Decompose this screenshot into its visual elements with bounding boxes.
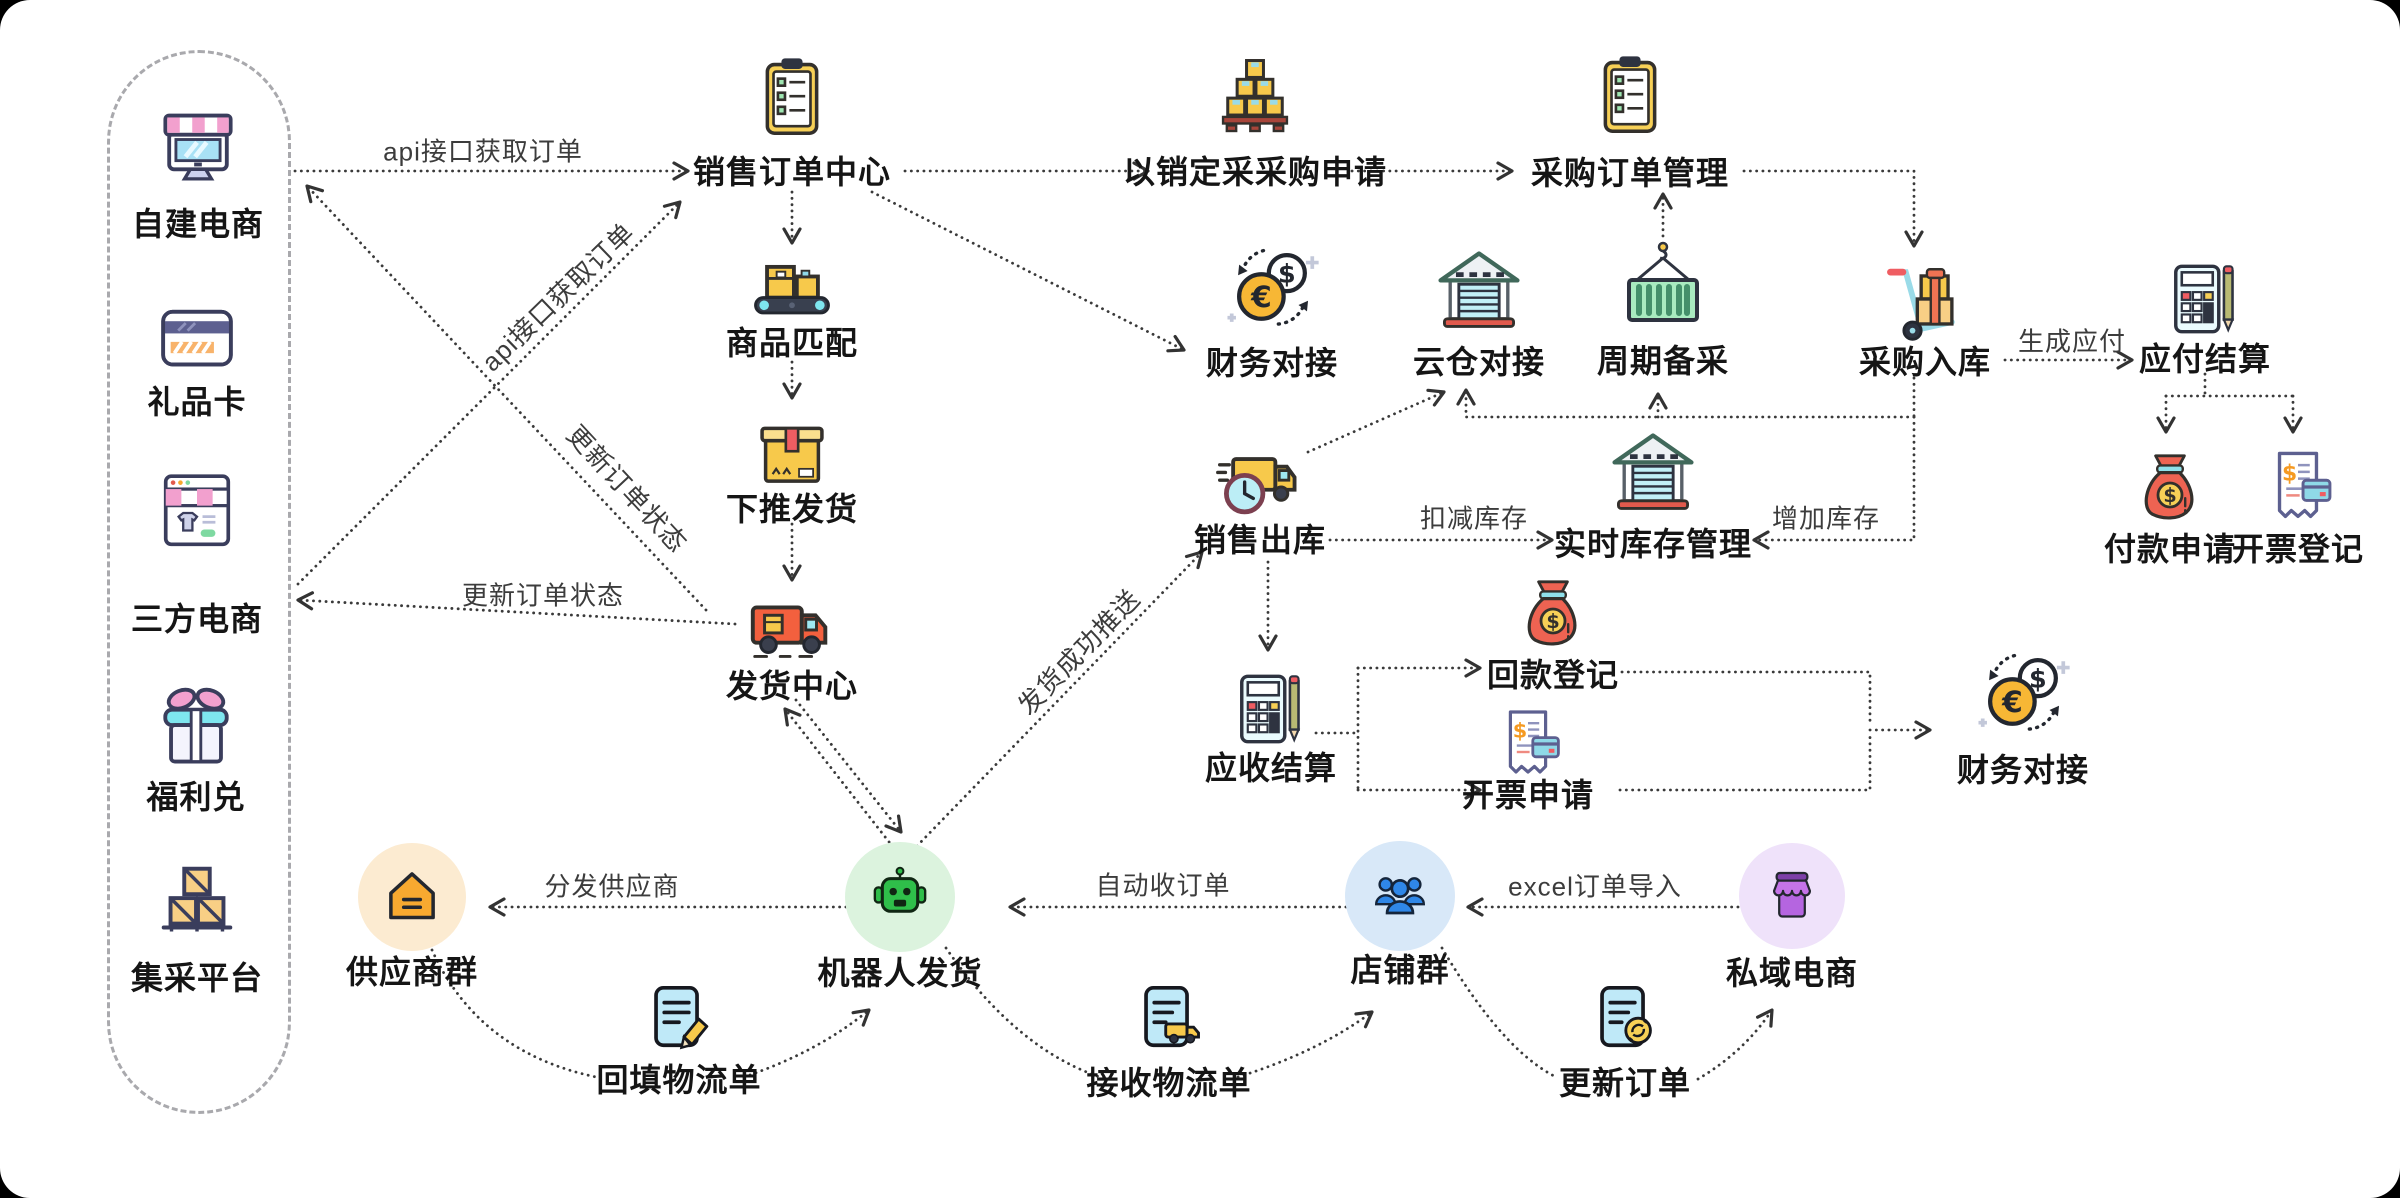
clipboard-icon — [1586, 52, 1674, 140]
node-invoice-register — [2256, 445, 2340, 529]
calc-icon — [2162, 256, 2248, 342]
shop-group-circle — [1345, 841, 1455, 951]
node-label-periodic-purchase: 周期备采 — [1596, 343, 1730, 379]
node-finance-1 — [1219, 235, 1325, 341]
node-label-invoice-register: 开票登记 — [2231, 531, 2365, 567]
doc-truck-icon — [1128, 978, 1210, 1060]
node-label-collective-platform: 集采平台 — [130, 960, 264, 996]
node-label-sales-order-center: 销售订单中心 — [692, 154, 892, 190]
node-label-invoice-request: 开票申请 — [1461, 777, 1595, 813]
node-label-realtime-inventory: 实时库存管理 — [1553, 526, 1753, 562]
node-label-backfill-logistics: 回填物流单 — [596, 1062, 762, 1098]
node-payment-request — [2130, 447, 2210, 527]
node-label-private-ecommerce: 私域电商 — [1725, 955, 1859, 991]
exchange-icon — [1970, 640, 2076, 746]
clipboard-icon — [748, 54, 836, 142]
node-sales-order-center — [748, 54, 836, 142]
node-label-shop-group: 店铺群 — [1350, 952, 1450, 988]
node-label-purchase-inbound: 采购入库 — [1858, 344, 1992, 380]
node-label-payment-collect: 回款登记 — [1486, 657, 1620, 693]
node-label-sales-outbound: 销售出库 — [1193, 522, 1327, 558]
robot-icon — [866, 863, 934, 931]
edge-label-api-get-order-h: api接口获取订单 — [383, 136, 583, 167]
node-label-cloud-warehouse: 云仓对接 — [1412, 344, 1546, 380]
edge-label-excel-import: excel订单导入 — [1508, 871, 1682, 902]
node-label-robot-ship: 机器人发货 — [817, 955, 983, 991]
store-purple-icon — [1760, 864, 1824, 928]
doc-refresh-icon — [1584, 978, 1666, 1060]
edge-label-auto-receive-order: 自动收订单 — [1095, 870, 1231, 901]
exchange-icon — [1219, 235, 1325, 341]
node-purchase-order-mgmt — [1586, 52, 1674, 140]
invoice-card-icon — [2256, 445, 2340, 529]
container-icon — [1613, 238, 1713, 338]
edge-label-update-status-h: 更新订单状态 — [461, 580, 625, 611]
gift-card-icon — [150, 293, 244, 387]
node-robot-ship — [845, 842, 955, 952]
warehouse-icon — [1605, 424, 1701, 520]
people-icon — [1366, 862, 1434, 930]
crates-icon — [148, 855, 246, 953]
house-icon — [380, 865, 444, 929]
node-label-gift-card: 礼品卡 — [147, 384, 247, 420]
node-private-ecommerce — [1739, 843, 1845, 949]
node-collective-platform — [148, 855, 246, 953]
node-label-finance-2: 财务对接 — [1956, 752, 2090, 788]
node-demand-purchase-request — [1208, 53, 1302, 147]
node-shop-group — [1345, 841, 1455, 951]
node-receivable-settle — [1228, 666, 1314, 752]
pallet-boxes-icon — [1208, 53, 1302, 147]
gift-box-icon — [148, 679, 244, 775]
moneybag-icon — [1513, 573, 1593, 653]
warehouse-icon — [1431, 242, 1527, 338]
robot-ship-circle — [845, 842, 955, 952]
node-backfill-logistics — [638, 978, 720, 1060]
node-payment-collect — [1513, 573, 1593, 653]
source-channel-panel — [107, 50, 291, 1114]
node-label-third-ecommerce: 三方电商 — [130, 601, 264, 637]
node-label-demand-purchase-request: 以销定采采购申请 — [1122, 154, 1388, 190]
node-label-receivable-settle: 应收结算 — [1204, 750, 1338, 786]
node-label-ship-center: 发货中心 — [725, 668, 859, 704]
node-finance-2 — [1970, 640, 2076, 746]
monitor-store-icon — [150, 104, 246, 200]
node-label-product-match: 商品匹配 — [725, 325, 859, 361]
node-label-payment-request: 付款申请 — [2103, 531, 2237, 567]
node-label-receive-logistics: 接收物流单 — [1086, 1065, 1252, 1101]
node-label-purchase-order-mgmt: 采购订单管理 — [1530, 155, 1730, 191]
handtruck-icon — [1877, 251, 1973, 347]
node-gift-card — [150, 293, 244, 387]
node-label-welfare-exchange: 福利兑 — [146, 779, 246, 815]
node-third-ecommerce — [151, 467, 243, 559]
calc-icon — [1228, 666, 1314, 752]
node-payable-settle — [2162, 256, 2248, 342]
node-welfare-exchange — [148, 679, 244, 775]
edge-label-distribute-supplier: 分发供应商 — [544, 871, 680, 902]
node-self-ecommerce — [150, 104, 246, 200]
node-supplier-group — [358, 843, 466, 951]
node-label-finance-1: 财务对接 — [1205, 345, 1339, 381]
node-label-update-order: 更新订单 — [1558, 1065, 1692, 1101]
supplier-group-circle — [358, 843, 466, 951]
shop-window-icon — [151, 467, 243, 559]
edge-label-increase-inventory: 增加库存 — [1771, 503, 1881, 534]
node-update-order — [1584, 978, 1666, 1060]
node-label-supplier-group: 供应商群 — [345, 954, 479, 990]
node-receive-logistics — [1128, 978, 1210, 1060]
edge-label-generate-payable: 生成应付 — [2017, 326, 2127, 357]
node-label-push-ship: 下推发货 — [725, 491, 859, 527]
node-label-self-ecommerce: 自建电商 — [131, 206, 265, 242]
moneybag-icon — [2130, 447, 2210, 527]
edge-label-deduct-inventory: 扣减库存 — [1419, 503, 1529, 534]
doc-pencil-icon — [638, 978, 720, 1060]
private-ecommerce-circle — [1739, 843, 1845, 949]
node-periodic-purchase — [1613, 238, 1713, 338]
node-cloud-warehouse — [1431, 242, 1527, 338]
node-label-payable-settle: 应付结算 — [2138, 341, 2272, 377]
node-purchase-inbound — [1877, 251, 1973, 347]
node-realtime-inventory — [1605, 424, 1701, 520]
